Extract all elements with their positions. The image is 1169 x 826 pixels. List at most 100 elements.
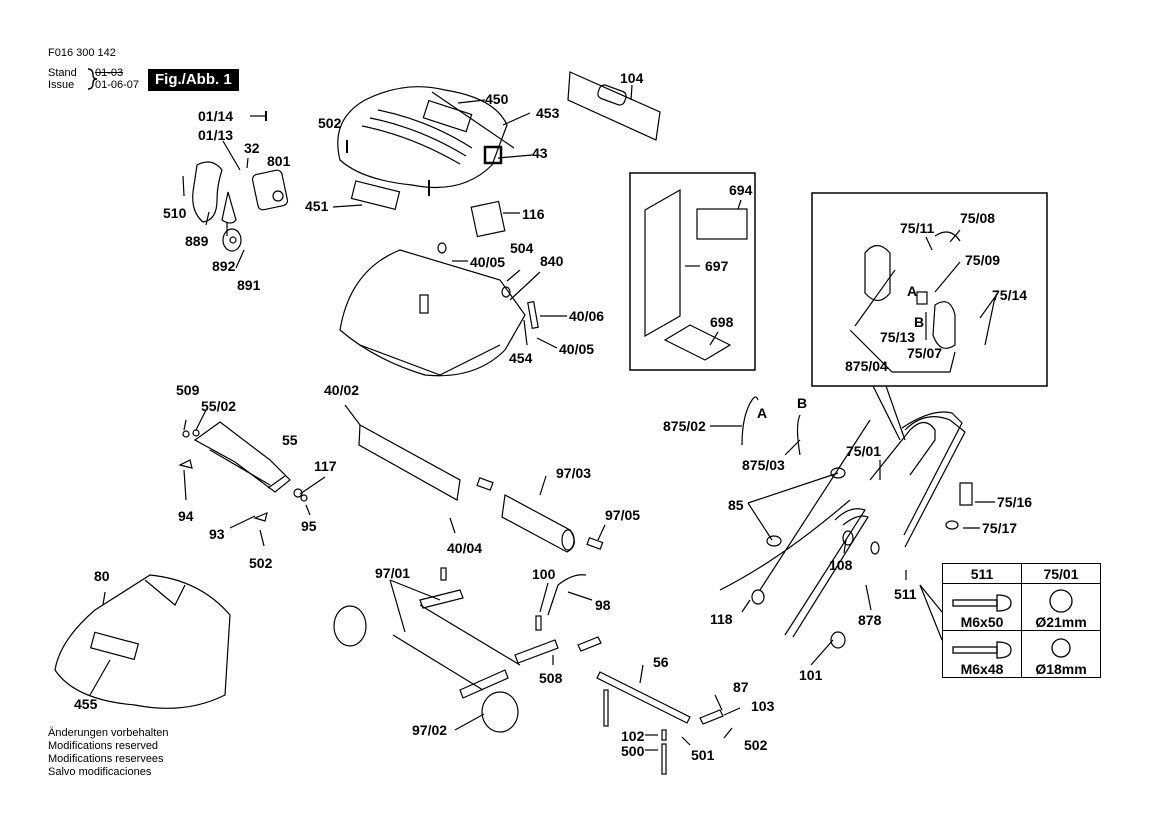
pulley-891 bbox=[222, 228, 242, 252]
part-label: 892 bbox=[212, 258, 236, 274]
part-label: 510 bbox=[163, 205, 187, 221]
part-label: 56 bbox=[653, 654, 669, 670]
figure-badge: Fig./Abb. 1 bbox=[148, 69, 239, 91]
part-label: 840 bbox=[540, 253, 564, 269]
part-label: 101 bbox=[799, 667, 823, 683]
part-label: 40/05 bbox=[559, 341, 595, 357]
part-label: 508 bbox=[539, 670, 563, 686]
part-label: 875/02 bbox=[663, 418, 706, 434]
part-label: 93 bbox=[209, 526, 225, 542]
part-label: 97/03 bbox=[556, 465, 592, 481]
part-label: 504 bbox=[510, 240, 534, 256]
spec-diameter: Ø21mm bbox=[1035, 614, 1087, 630]
part-label: 502 bbox=[744, 737, 768, 753]
belt-892 bbox=[221, 191, 237, 224]
part-label: 75/07 bbox=[907, 345, 943, 361]
part-label: 502 bbox=[249, 555, 273, 571]
part-label: 75/11 bbox=[900, 220, 935, 236]
part-label: 118 bbox=[710, 611, 733, 627]
housing-cover-450 bbox=[337, 86, 515, 211]
part-label: 97/05 bbox=[605, 507, 641, 523]
handle-75-01 bbox=[719, 411, 973, 649]
issue-date: 01-06-07 bbox=[95, 79, 140, 91]
spec-header-screw: 511 bbox=[942, 563, 1022, 584]
part-label: 75/13 bbox=[880, 329, 916, 345]
base-housing bbox=[339, 242, 539, 377]
part-label: 97/02 bbox=[412, 722, 448, 738]
part-label: 85 bbox=[728, 497, 744, 513]
part-label: 801 bbox=[267, 153, 291, 169]
part-label: 502 bbox=[318, 115, 342, 131]
notice-line: Änderungen vorbehalten bbox=[48, 727, 169, 739]
baffle-40-02 bbox=[358, 424, 461, 501]
filter-116 bbox=[470, 200, 506, 238]
part-label: 100 bbox=[532, 566, 556, 582]
part-label: 697 bbox=[705, 258, 729, 274]
part-label: 40/05 bbox=[470, 254, 506, 270]
switch-detail-box bbox=[811, 192, 1048, 387]
part-label: 875/03 bbox=[742, 457, 785, 473]
part-label: 509 bbox=[176, 382, 200, 398]
part-label: 87 bbox=[733, 679, 749, 695]
part-label: 80 bbox=[94, 568, 110, 584]
part-label: 511 bbox=[894, 586, 917, 602]
part-label: 95 bbox=[301, 518, 317, 534]
fan-assembly-55 bbox=[178, 421, 308, 522]
manuals-box bbox=[629, 172, 756, 371]
notice-line: Salvo modificaciones bbox=[48, 766, 152, 778]
part-label: 97/01 bbox=[375, 565, 411, 581]
part-label: 40/04 bbox=[447, 540, 483, 556]
circle-icon bbox=[1049, 589, 1073, 613]
part-label: 98 bbox=[595, 597, 611, 613]
part-label: 55 bbox=[282, 432, 298, 448]
part-label: 451 bbox=[305, 198, 329, 214]
part-label: 455 bbox=[74, 696, 98, 712]
spec-header-diameter: 75/01 bbox=[1021, 563, 1101, 584]
part-label: B bbox=[914, 314, 925, 330]
part-label: 450 bbox=[485, 91, 509, 107]
part-label: 453 bbox=[536, 105, 560, 121]
part-label: 55/02 bbox=[201, 398, 237, 414]
spec-cell-screw: M6x48 bbox=[942, 630, 1022, 678]
motor-unit-801 bbox=[251, 169, 289, 211]
part-label: 103 bbox=[751, 698, 775, 714]
part-label: 01/13 bbox=[198, 127, 234, 143]
part-label: 875/04 bbox=[845, 358, 888, 374]
part-label: 94 bbox=[178, 508, 194, 524]
screw-icon bbox=[952, 594, 1012, 612]
spec-cell-diameter: Ø18mm bbox=[1021, 630, 1101, 678]
part-label: A bbox=[907, 283, 918, 299]
cable-875-03 bbox=[796, 414, 801, 456]
stand-label: Stand bbox=[48, 67, 77, 79]
spec-table: 511 75/01 M6x50 Ø21mm M6x48 Ø18mm bbox=[942, 563, 1101, 678]
part-label: 75/09 bbox=[965, 252, 1001, 268]
part-label: 889 bbox=[185, 233, 209, 249]
spec-diameter: Ø18mm bbox=[1035, 661, 1087, 677]
part-label: B bbox=[797, 395, 808, 411]
notice-line: Modifications reservees bbox=[48, 753, 164, 765]
part-label: 878 bbox=[858, 612, 882, 628]
stand-date-struck: 01-03 bbox=[95, 67, 124, 79]
part-label: A bbox=[757, 405, 768, 421]
document-number: F016 300 142 bbox=[48, 47, 116, 59]
part-label: 108 bbox=[829, 557, 853, 573]
spec-screw-size: M6x48 bbox=[960, 661, 1004, 677]
wheel-axle-assembly bbox=[333, 567, 587, 733]
part-label: 32 bbox=[244, 140, 260, 156]
brace-icon bbox=[87, 68, 98, 90]
part-label: 01/14 bbox=[198, 108, 234, 124]
part-label: 116 bbox=[522, 206, 545, 222]
part-label: 891 bbox=[237, 277, 261, 293]
part-label: 104 bbox=[620, 70, 644, 86]
part-label: 500 bbox=[621, 743, 645, 759]
part-label: 117 bbox=[314, 458, 337, 474]
flap-104 bbox=[567, 71, 661, 141]
part-label: 40/02 bbox=[324, 382, 360, 398]
part-label: 698 bbox=[710, 314, 734, 330]
part-label: 694 bbox=[729, 182, 753, 198]
part-label: 43 bbox=[532, 145, 548, 161]
belt-cover-889 bbox=[192, 161, 223, 223]
screw-icon bbox=[952, 641, 1012, 659]
part-label: 40/06 bbox=[569, 308, 605, 324]
